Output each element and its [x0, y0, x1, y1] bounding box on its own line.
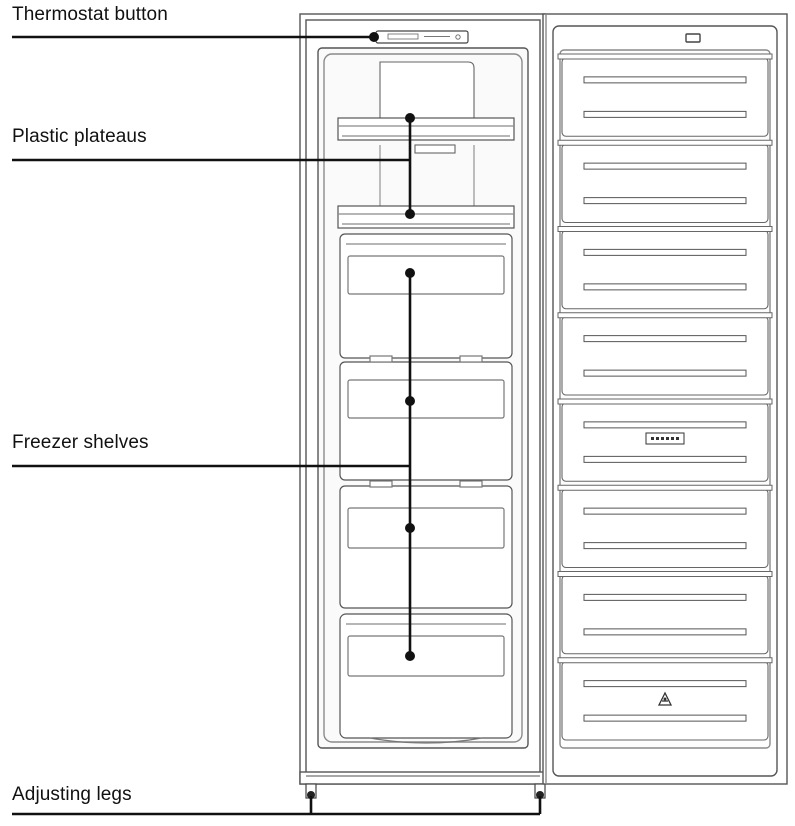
door-compartment — [557, 571, 773, 655]
dot-shelf-2 — [405, 396, 415, 406]
thermostat-panel-icon — [375, 30, 469, 44]
dot-shelf-4 — [405, 651, 415, 661]
door-compartment — [557, 53, 773, 137]
freezer-drawer-4 — [339, 613, 513, 744]
leader-dots — [369, 32, 415, 661]
door-compartments — [557, 53, 773, 741]
freezer-drawer-3 — [339, 480, 513, 609]
door-compartment — [557, 312, 773, 396]
upper-compartment — [379, 61, 475, 206]
dot-shelf-3 — [405, 523, 415, 533]
recycle-icon — [657, 691, 673, 706]
door-compartment — [557, 139, 773, 224]
plastic-plateau-1 — [337, 117, 515, 141]
freezer-drawer-2 — [339, 355, 513, 481]
dot-plateau-1 — [405, 113, 415, 123]
plastic-plateau-2 — [337, 205, 515, 229]
label-plastic-plateaus: Plastic plateaus — [12, 126, 147, 147]
dot-thermostat — [369, 32, 379, 42]
label-freezer-shelves: Freezer shelves — [12, 432, 149, 453]
door-compartment — [557, 484, 773, 569]
dot-shelf-1 — [405, 268, 415, 278]
energy-label-icon — [645, 432, 685, 445]
label-adjusting-legs: Adjusting legs — [12, 784, 132, 805]
freezer-drawer-1 — [339, 233, 513, 359]
label-thermostat-button: Thermostat button — [12, 4, 168, 25]
dot-plateau-2 — [405, 209, 415, 219]
leader-lines — [12, 35, 542, 816]
door-compartment — [557, 226, 773, 310]
